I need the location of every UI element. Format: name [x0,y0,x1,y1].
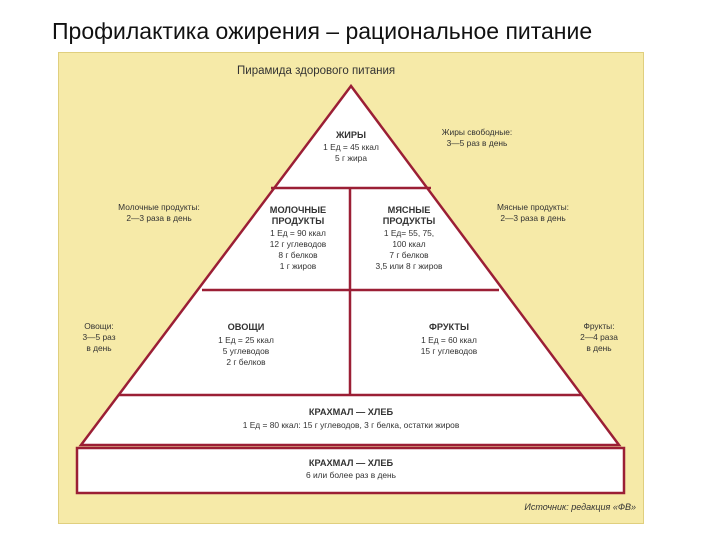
vegetables-line: 2 г белков [226,357,266,367]
dairy-side-label: 2—3 раза в день [126,213,192,223]
dairy-name: ПРОДУКТЫ [272,216,324,226]
side-label-vegetables: Овощи: 3—5 раз в день [82,321,115,353]
meat-line: 1 Ед= 55, 75, [384,228,434,238]
side-label-fruits: Фрукты: 2—4 раза в день [580,321,618,353]
fats-side-label: 3—5 раз в день [447,138,508,148]
dairy-name: МОЛОЧНЫЕ [270,205,326,215]
dairy-line: 1 Ед = 90 ккал [270,228,326,238]
tier-vegetables: ОВОЩИ 1 Ед = 25 ккал 5 углеводов 2 г бел… [218,322,274,367]
starch-bread-name: КРАХМАЛ — ХЛЕБ [309,407,394,417]
meat-side-label: Мясные продукты: [497,202,569,212]
vegetables-side-label: Овощи: [84,321,113,331]
fats-line: 1 Ед = 45 ккал [323,142,379,152]
source-note: Источник: редакция «ФВ» [524,502,636,512]
tier-meat: МЯСНЫЕ ПРОДУКТЫ 1 Ед= 55, 75, 100 ккал 7… [376,205,444,271]
meat-line: 100 ккал [392,239,425,249]
vegetables-line: 5 углеводов [223,346,270,356]
base-name: КРАХМАЛ — ХЛЕБ [309,458,394,468]
vegetables-name: ОВОЩИ [228,322,265,332]
tier-starch-bread-base: КРАХМАЛ — ХЛЕБ 6 или более раз в день [306,458,397,480]
meat-line: 7 г белков [389,250,429,260]
side-label-fats: Жиры свободные: 3—5 раз в день [442,127,512,148]
fruits-side-label: Фрукты: [583,321,614,331]
dairy-side-label: Молочные продукты: [118,202,200,212]
dairy-line: 12 г углеводов [270,239,327,249]
fruits-side-label: 2—4 раза [580,332,618,342]
slide-title: Профилактика ожирения – рациональное пит… [52,18,593,44]
tier-fruits: ФРУКТЫ 1 Ед = 60 ккал 15 г углеводов [421,322,478,356]
meat-line: 3,5 или 8 г жиров [376,261,444,271]
vegetables-side-label: в день [86,343,112,353]
meat-name: МЯСНЫЕ [388,205,431,215]
fruits-line: 1 Ед = 60 ккал [421,335,477,345]
meat-name: ПРОДУКТЫ [383,216,435,226]
tier-dairy: МОЛОЧНЫЕ ПРОДУКТЫ 1 Ед = 90 ккал 12 г уг… [270,205,327,271]
fruits-line: 15 г углеводов [421,346,478,356]
vegetables-side-label: 3—5 раз [82,332,115,342]
tier-starch-bread: КРАХМАЛ — ХЛЕБ 1 Ед = 80 ккал: 15 г угле… [243,407,460,430]
fats-name: ЖИРЫ [335,130,366,140]
dairy-line: 1 г жиров [280,261,317,271]
side-label-dairy: Молочные продукты: 2—3 раза в день [118,202,200,223]
side-label-meat: Мясные продукты: 2—3 раза в день [497,202,569,223]
fats-line: 5 г жира [335,153,367,163]
fats-side-label: Жиры свободные: [442,127,512,137]
meat-side-label: 2—3 раза в день [500,213,566,223]
food-pyramid-diagram: Пирамида здорового питания ЖИРЫ 1 Ед = 4… [75,65,636,512]
fruits-side-label: в день [586,343,612,353]
base-line: 6 или более раз в день [306,470,397,480]
pyramid-shapes [75,83,626,495]
base-block [75,446,626,495]
starch-bread-line: 1 Ед = 80 ккал: 15 г углеводов, 3 г белк… [243,420,460,430]
vegetables-line: 1 Ед = 25 ккал [218,335,274,345]
diagram-title: Пирамида здорового питания [237,65,395,77]
dairy-line: 8 г белков [278,250,318,260]
diagram-panel: Пирамида здорового питания ЖИРЫ 1 Ед = 4… [58,52,644,524]
tier-fats: ЖИРЫ 1 Ед = 45 ккал 5 г жира [323,130,379,163]
fruits-name: ФРУКТЫ [429,322,469,332]
